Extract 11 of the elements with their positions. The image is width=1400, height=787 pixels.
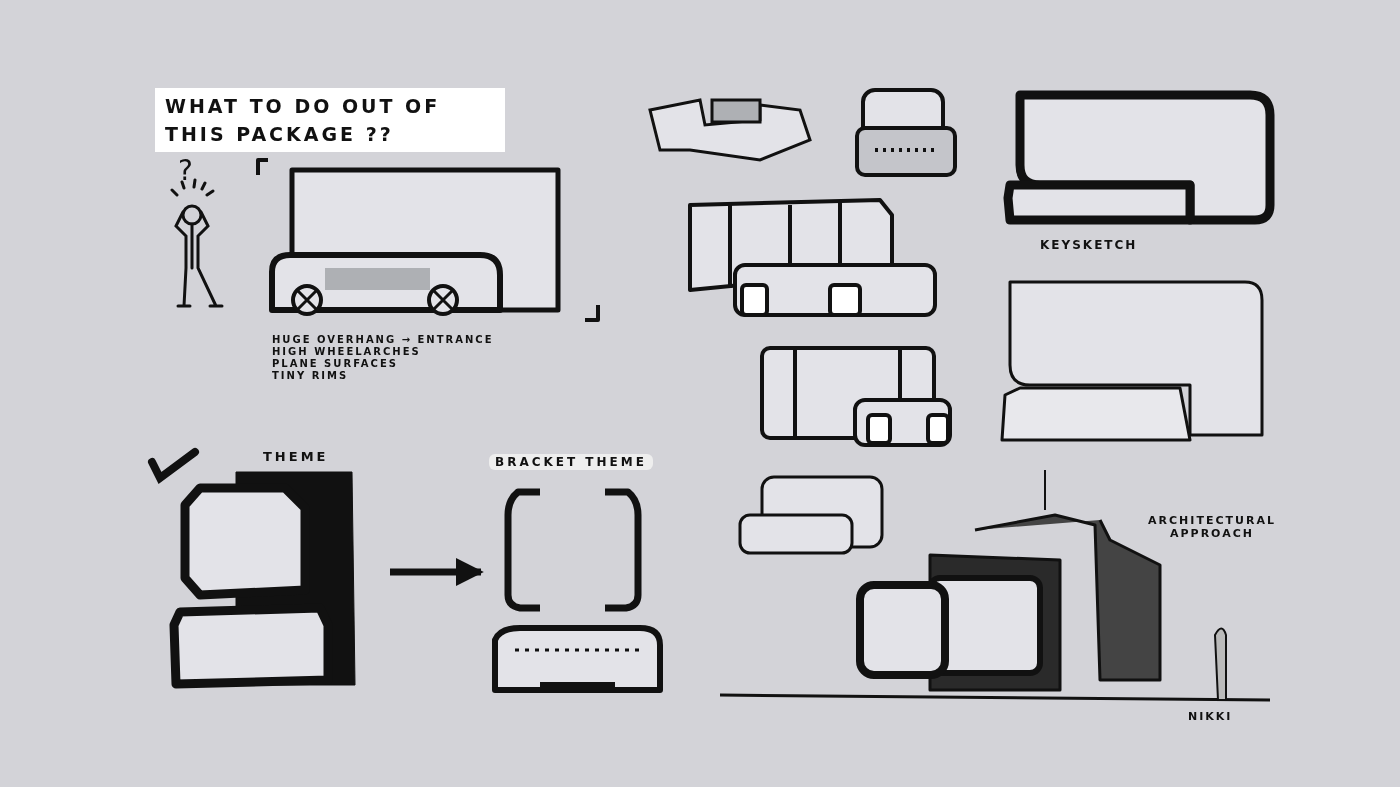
sketch-heading: BRACKET THEME bbox=[489, 454, 653, 470]
note: TINY RIMS bbox=[272, 370, 349, 381]
question-mark: ? bbox=[178, 154, 193, 187]
note: PLANE SURFACES bbox=[272, 358, 398, 369]
sketch-heading: THEME bbox=[263, 449, 329, 464]
sketch-caption: KEYSKETCH bbox=[1040, 238, 1138, 252]
note: HUGE OVERHANG → ENTRANCE bbox=[272, 334, 494, 345]
title: WHAT TO DO OUT OF THIS PACKAGE ?? bbox=[155, 88, 505, 152]
note: HIGH WHEELARCHES bbox=[272, 346, 421, 357]
signature: NIKKI bbox=[1188, 710, 1233, 723]
sketch-caption: ARCHITECTURAL APPROACH bbox=[1147, 514, 1277, 540]
